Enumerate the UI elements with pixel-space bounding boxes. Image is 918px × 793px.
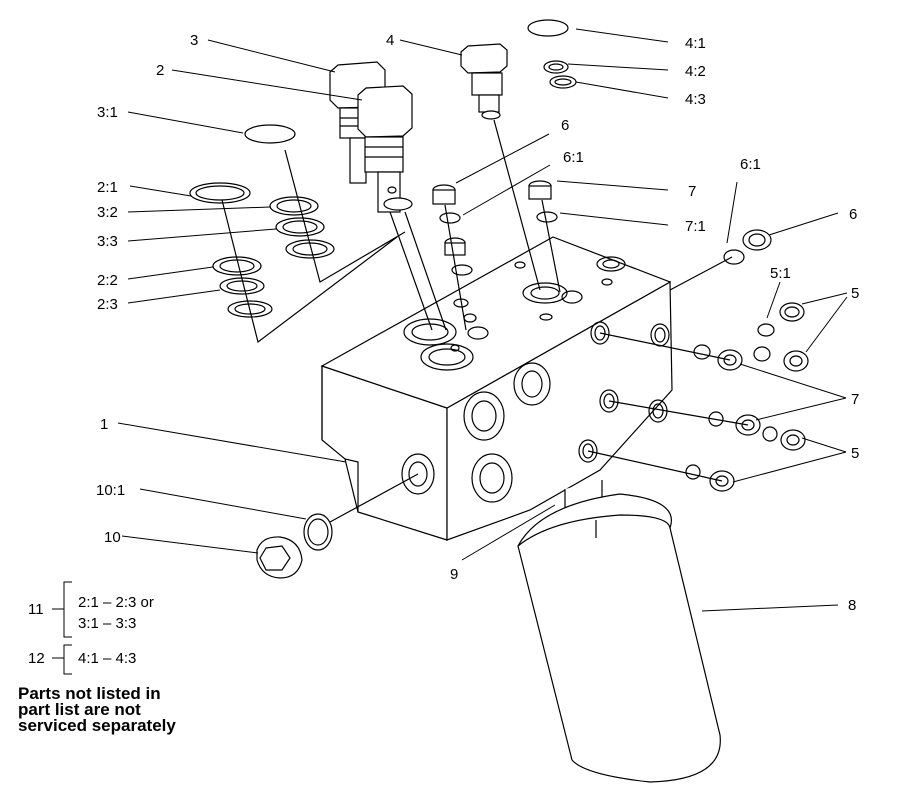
filter-cartridge (517, 480, 721, 783)
kit-11-line-2: 3:1 – 3:3 (78, 615, 136, 632)
callout-2-1: 2:1 (97, 179, 118, 196)
callout-4-3: 4:3 (685, 91, 706, 108)
callout-7-top: 7 (688, 183, 696, 200)
callout-4-1: 4:1 (685, 35, 706, 52)
callout-2-2: 2:2 (97, 272, 118, 289)
callout-6-1-top: 6:1 (563, 149, 584, 166)
callout-5-lower: 5 (851, 445, 859, 462)
seal-kit-4 (527, 19, 577, 89)
callout-11: 11 (28, 601, 44, 618)
callout-5-1: 5:1 (770, 265, 791, 282)
plugs (432, 180, 809, 492)
callout-7-1: 7:1 (685, 218, 706, 235)
leader-lines (52, 28, 848, 675)
seal-kit-rings (189, 124, 406, 344)
callout-10: 10 (104, 529, 121, 546)
service-note-line-2: part list are not (18, 700, 141, 719)
kit-12-line-1: 4:1 – 4:3 (78, 650, 136, 667)
cartridge-valve-4 (460, 43, 541, 291)
callout-labels: 3 2 4 3:1 2:1 3:2 3:3 2:2 2:3 4:1 4:2 4:… (28, 32, 859, 667)
callout-2-3: 2:3 (97, 296, 118, 313)
cartridge-valve-2 (357, 85, 447, 331)
callout-10-1: 10:1 (96, 482, 125, 499)
callout-2: 2 (156, 62, 164, 79)
callout-3: 3 (190, 32, 198, 49)
service-note: Parts not listed in part list are not se… (18, 684, 176, 735)
callout-7-lower: 7 (851, 391, 859, 408)
callout-5-upper: 5 (851, 285, 859, 302)
plug-10 (256, 473, 419, 579)
callout-3-2: 3:2 (97, 204, 118, 221)
callout-6-right: 6 (849, 206, 857, 223)
callout-12: 12 (28, 650, 45, 667)
callout-4-2: 4:2 (685, 63, 706, 80)
callout-3-1: 3:1 (97, 104, 118, 121)
callout-6-top: 6 (561, 117, 569, 134)
callout-4: 4 (386, 32, 394, 49)
callout-3-3: 3:3 (97, 233, 118, 250)
service-note-line-3: serviced separately (18, 716, 176, 735)
callout-8: 8 (848, 597, 856, 614)
service-note-line-1: Parts not listed in (18, 684, 161, 703)
manifold-block (320, 236, 673, 541)
callout-9: 9 (450, 566, 458, 583)
kit-11-line-1: 2:1 – 2:3 or (78, 594, 154, 611)
callout-6-1-right: 6:1 (740, 156, 761, 173)
callout-1: 1 (100, 416, 108, 433)
